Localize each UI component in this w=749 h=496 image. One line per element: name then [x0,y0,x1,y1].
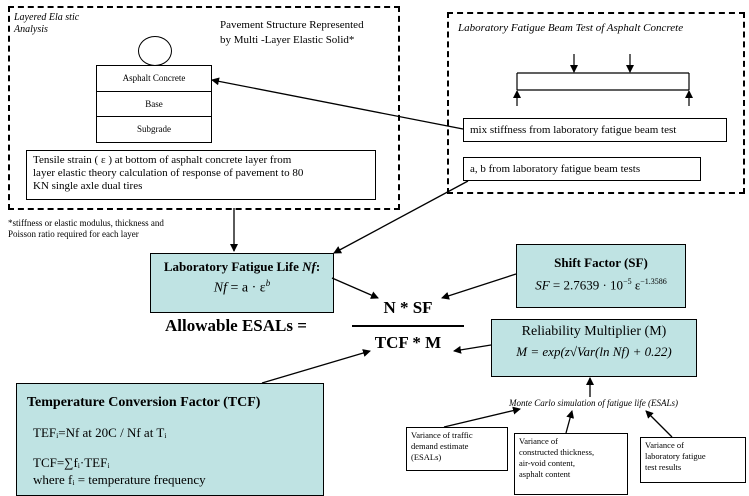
tensile-strain-box: Tensile strain ( ε ) at bottom of asphal… [26,150,376,200]
tcf-line3: where fᵢ = temperature frequency [33,472,206,487]
shift-factor-formula: SF = 2.7639 · 10−5 ε−1.3586 [535,277,667,293]
layered-analysis-panel [8,6,400,210]
fatigue-beam-panel [447,12,745,194]
shift-factor-title: Shift Factor (SF) [554,255,648,270]
variance-lab-box: Variance of laboratory fatigue test resu… [640,437,746,483]
fatigue-beam-title: Laboratory Fatigue Beam Test of Asphalt … [458,22,684,34]
reliability-box: Reliability Multiplier (M) M = exp(z√Var… [491,319,697,377]
fatigue-beam-diagram [513,54,693,106]
variance-traffic-box: Variance of traffic demand estimate (ESA… [406,427,508,471]
layer-stack: Asphalt Concrete Base Subgrade [96,65,212,143]
footnote: *stiffness or elastic modulus, thickness… [8,218,164,239]
equation-numerator: N * SF [383,298,433,317]
reliability-title: Reliability Multiplier (M) [521,324,667,339]
fatigue-life-formula: Nf = a · εb [213,278,271,296]
layer-asphalt: Asphalt Concrete [97,66,211,92]
tcf-title: Temperature Conversion Factor (TCF) [27,395,261,410]
variance-construction-box: Variance of constructed thickness, air-v… [514,433,628,495]
layer-base: Base [97,92,211,117]
tcf-box: Temperature Conversion Factor (TCF) TEFᵢ… [16,383,324,496]
layer-subgrade: Subgrade [137,124,171,134]
tcf-line1: TEFᵢ=Nf at 20C / Nf at Tᵢ [33,425,167,440]
shift-factor-box: Shift Factor (SF) SF = 2.7639 · 10−5 ε−1… [516,244,686,308]
stiffness-box: mix stiffness from laboratory fatigue be… [463,118,727,142]
pavement-structure-caption: Pavement Structure Represented by Multi … [220,19,364,46]
monte-carlo-caption: Monte Carlo simulation of fatigue life (… [509,398,678,408]
layered-analysis-title: Layered Ela stic Analysis [14,12,80,35]
ab-box: a, b from laboratory fatigue beam tests [463,157,701,181]
reliability-formula: M = exp(z√Var(ln Nf) + 0.22) [516,344,672,359]
equation-denominator: TCF * M [374,333,442,352]
fraction-bar [352,325,464,327]
fatigue-life-title: Laboratory Fatigue Life Nf: [163,259,321,274]
tcf-line2: TCF=∑fᵢ·TEFᵢ [33,455,110,470]
allowable-esals-label: Allowable ESALs = [165,316,307,335]
fatigue-life-box: Laboratory Fatigue Life Nf: Nf = a · εb [150,253,334,313]
